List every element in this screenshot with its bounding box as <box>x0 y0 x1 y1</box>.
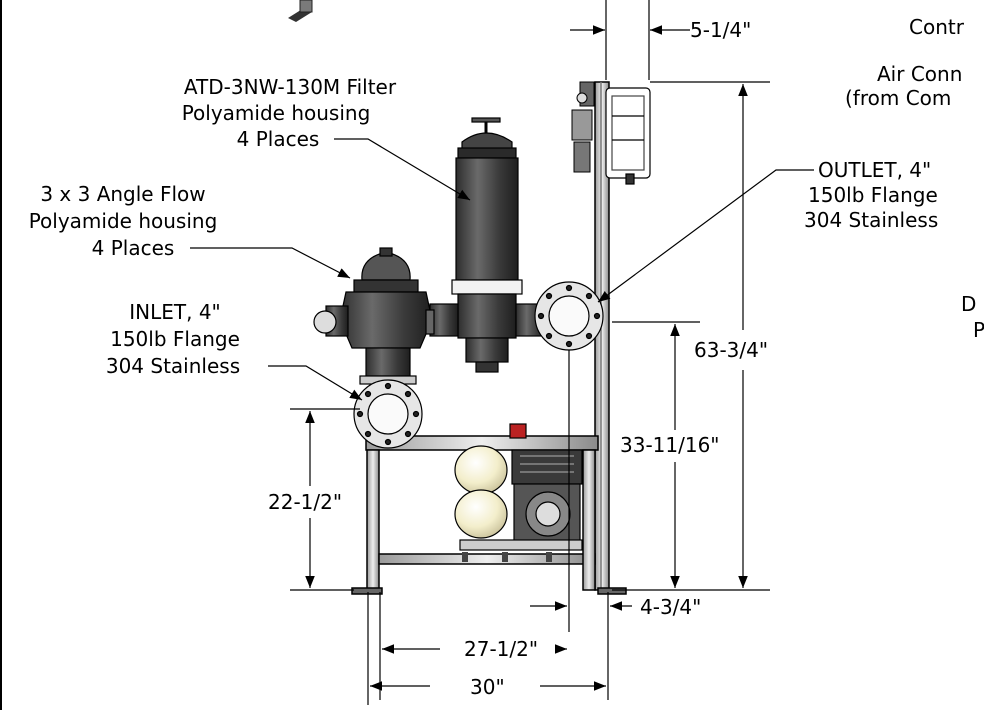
leader-lines <box>190 138 814 401</box>
dim-outlet-height: 33-11/16" <box>620 433 720 457</box>
right-label-line2: P <box>973 318 984 342</box>
inlet-label-line3: 304 Stainless <box>106 354 240 378</box>
dimension-labels: 5-1/4" 63-3/4" 33-11/16" 22-1/2" 4-3/4" … <box>268 18 768 699</box>
controller-box <box>605 87 651 185</box>
caster-wheels <box>462 552 552 562</box>
inlet-flange <box>353 375 423 449</box>
air-regulator <box>571 81 595 173</box>
inlet-label-line1: INLET, 4" <box>129 300 221 324</box>
compressor <box>459 423 583 551</box>
skid-frame <box>351 81 627 595</box>
outlet-label-line1: OUTLET, 4" <box>818 158 931 182</box>
controller-label: Contr <box>909 15 965 39</box>
angle-flow-valve <box>313 247 435 377</box>
filter-label-line3: 4 Places <box>237 127 320 151</box>
filter-label-line1: ATD-3NW-130M Filter <box>184 75 397 99</box>
disc-filter <box>429 117 547 373</box>
valve-label-line1: 3 x 3 Angle Flow <box>40 182 205 206</box>
dim-top-offset: 5-1/4" <box>690 18 751 42</box>
dim-overall-height: 63-3/4" <box>694 338 768 362</box>
outlet-label-line3: 304 Stainless <box>804 208 938 232</box>
air-connection-label-line2: (from Com <box>845 86 951 110</box>
dim-bottom-offset: 4-3/4" <box>640 595 701 619</box>
air-tanks <box>454 445 508 539</box>
outlet-label-line2: 150lb Flange <box>808 183 938 207</box>
inlet-label-line2: 150lb Flange <box>110 327 240 351</box>
dim-inlet-height: 22-1/2" <box>268 490 342 514</box>
dim-overall-width: 30" <box>470 675 505 699</box>
valve-label-line2: Polyamide housing <box>29 209 218 233</box>
air-connection-label-line1: Air Conn <box>877 62 962 86</box>
filter-label-line2: Polyamide housing <box>182 101 371 125</box>
right-label-line1: D <box>961 292 976 316</box>
dim-inner-width: 27-1/2" <box>464 637 538 661</box>
valve-label-line3: 4 Places <box>92 236 175 260</box>
mounting-bracket-icon <box>288 0 313 22</box>
outlet-flange <box>534 281 604 351</box>
dimension-lines <box>290 0 770 705</box>
